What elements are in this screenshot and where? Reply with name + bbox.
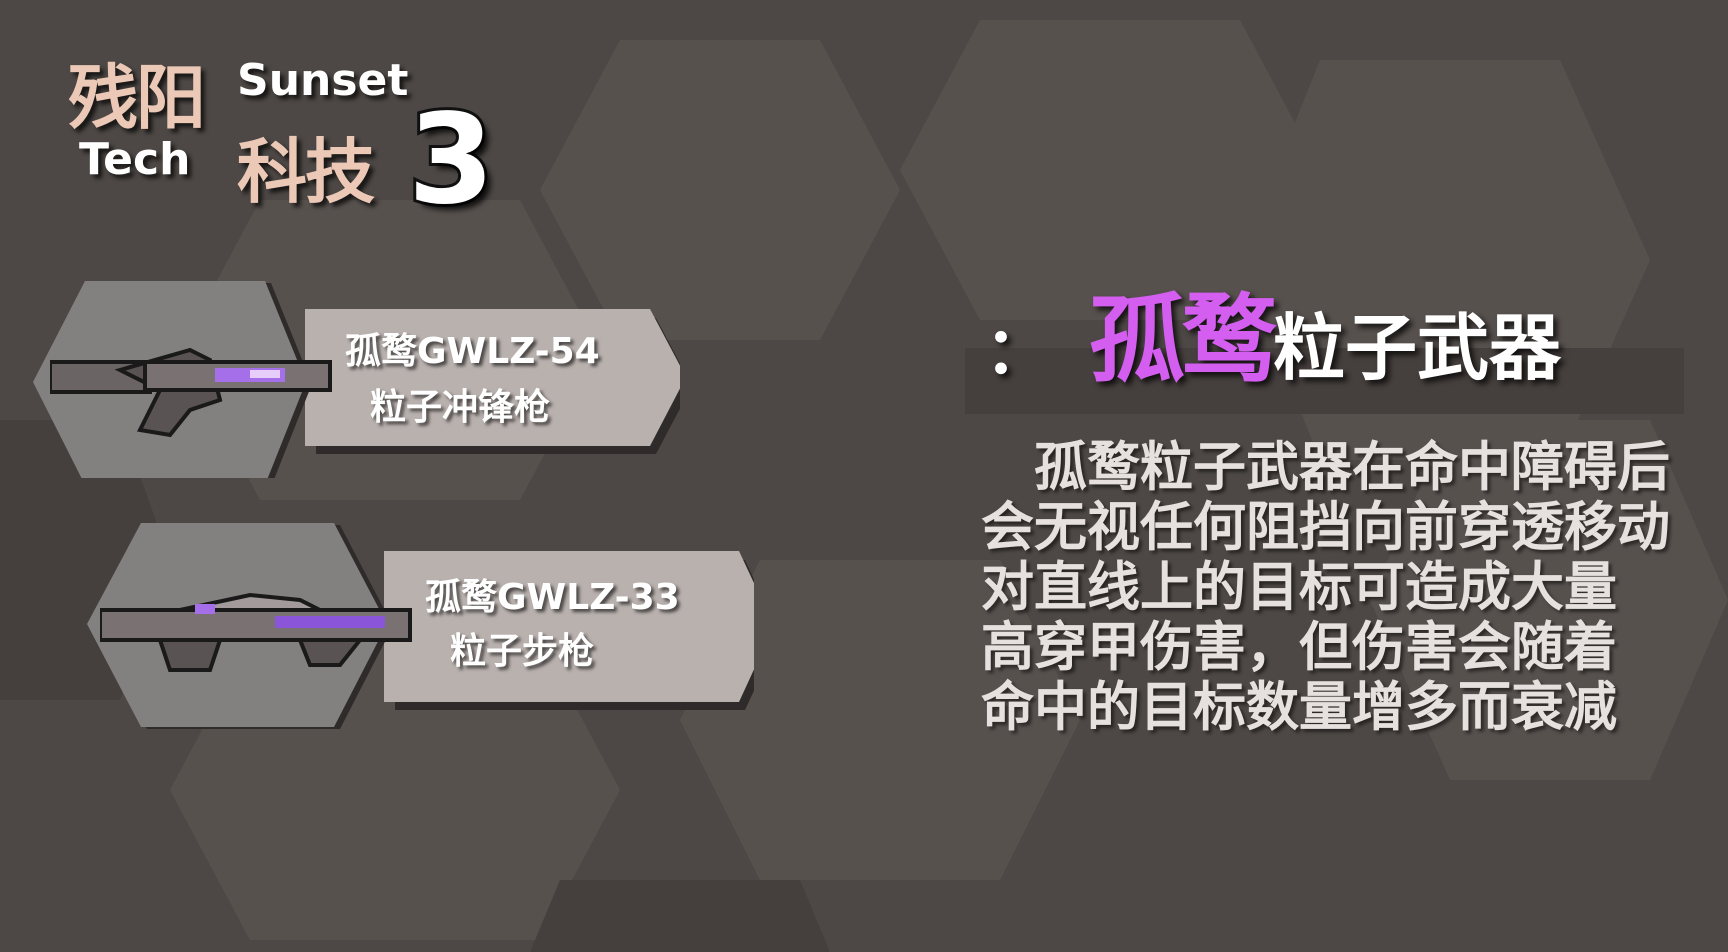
- heading-accent: 孤鹜: [1089, 284, 1277, 396]
- rifle-icon: [100, 592, 412, 672]
- section-heading: ： 孤鹜粒子武器: [985, 262, 1561, 401]
- description-line: 孤鹜粒子武器在命中障碍后: [981, 437, 1670, 498]
- heading-bar: [965, 348, 1684, 414]
- logo-number: 3: [405, 85, 497, 235]
- heading-rest: 粒子武器: [1273, 306, 1562, 390]
- logo-cn-bottom: 科技: [237, 131, 375, 213]
- logo-en-bottom: Tech: [79, 134, 191, 185]
- description-line: 会无视任何阻挡向前穿透移动: [981, 497, 1670, 558]
- logo-cn-top: 残阳: [68, 57, 206, 139]
- weapon-type: 粒子步枪: [450, 631, 595, 672]
- description-line: 高穿甲伤害，但伤害会随着: [981, 617, 1617, 678]
- weapon-name: 孤鹜GWLZ-33: [425, 577, 680, 618]
- description-line: 命中的目标数量增多而衰减: [981, 677, 1617, 738]
- description-line: 对直线上的目标可造成大量: [981, 557, 1617, 618]
- weapon-type: 粒子冲锋枪: [370, 387, 551, 428]
- logo-en-top: Sunset: [237, 55, 409, 106]
- smg-icon: [50, 347, 332, 438]
- description: 孤鹜粒子武器在命中障碍后 会无视任何阻挡向前穿透移动 对直线上的目标可造成大量 …: [981, 438, 1701, 738]
- heading-colon: ：: [985, 315, 1049, 389]
- weapon-name: 孤鹜GWLZ-54: [345, 331, 600, 372]
